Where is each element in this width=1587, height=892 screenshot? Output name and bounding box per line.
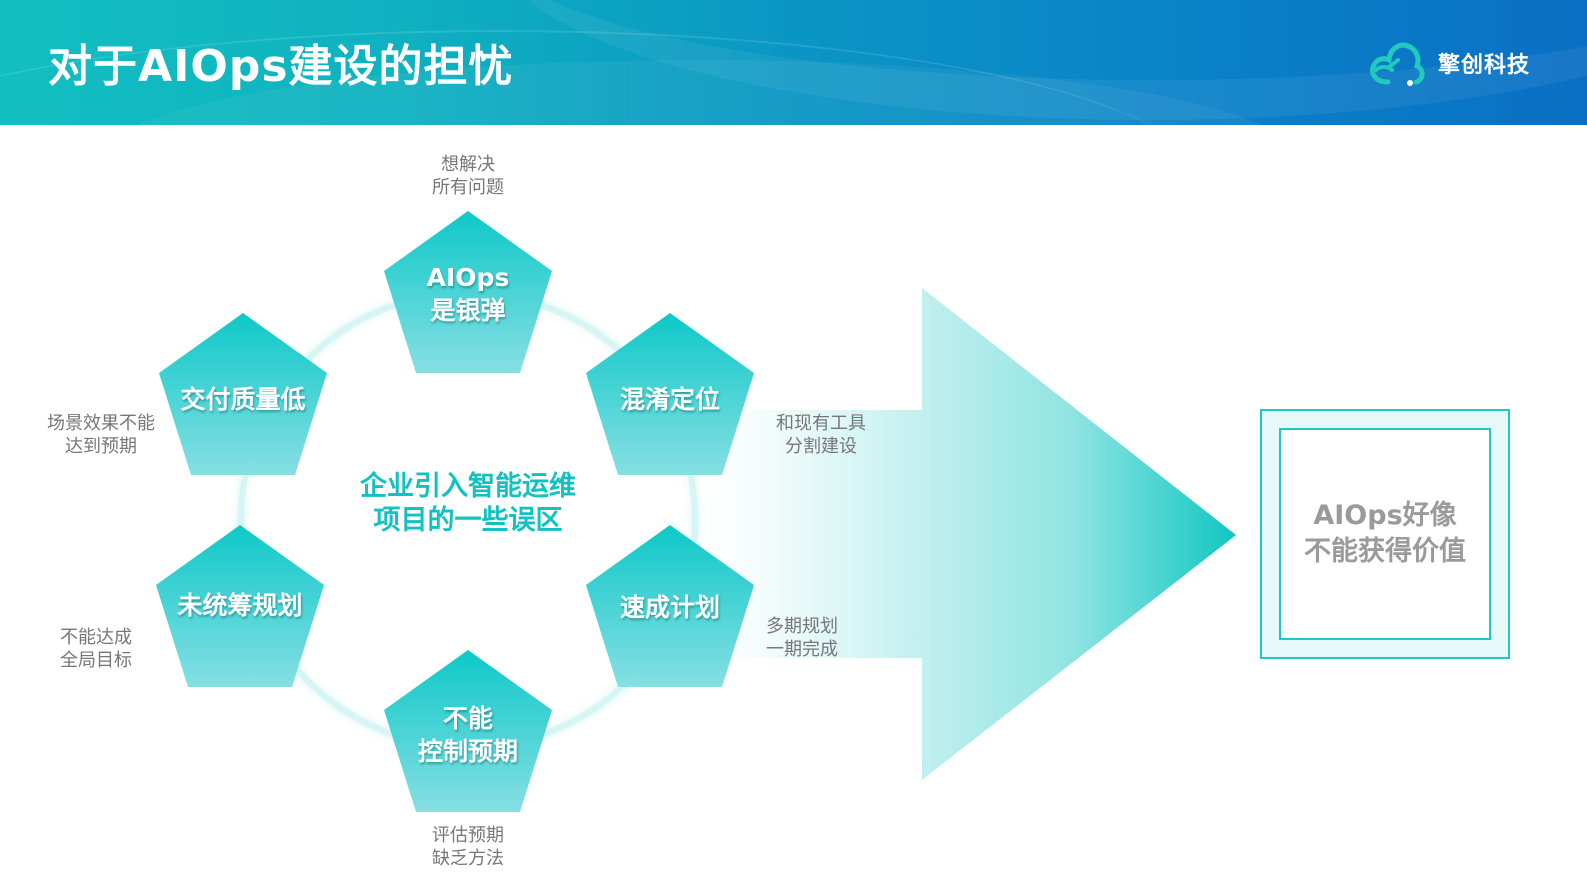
cloud-logo-icon <box>1370 42 1425 86</box>
header-banner: 对于AIOps建设的担忧 擎创科技 <box>0 0 1587 125</box>
pentagon-shape <box>159 313 327 475</box>
note-line: 想解决 <box>441 154 495 175</box>
pentagon-shape <box>586 313 754 475</box>
pentagon-shape <box>586 525 754 687</box>
note-line: 达到预期 <box>65 436 137 457</box>
note-lower-left: 不能达成 全局目标 <box>60 626 150 672</box>
result-text-line: AIOps好像 <box>1313 500 1457 531</box>
pentagon-label: AIOps 是银弹 <box>384 261 552 327</box>
note-line: 一期完成 <box>766 639 838 660</box>
pentagon-label: 未统筹规划 <box>177 591 303 620</box>
note-line: 缺乏方法 <box>432 848 504 869</box>
result-text-line: 不能获得价值 <box>1304 536 1466 567</box>
pentagon-low-delivery-quality: 交付质量低 <box>159 313 327 475</box>
note-line: 全局目标 <box>60 650 132 671</box>
note-line: 评估预期 <box>432 825 504 846</box>
note-top: 想解决 所有问题 <box>418 153 518 199</box>
result-box-inner: AIOps好像 不能获得价值 <box>1279 428 1491 640</box>
note-upper-right: 和现有工具 分割建设 <box>766 412 876 458</box>
pentagon-label: 速成计划 <box>619 593 720 622</box>
pentagon-label-line: 控制预期 <box>417 737 518 766</box>
pentagon-label-line: 是银弹 <box>430 296 506 325</box>
pentagon-quick-plan: 速成计划 <box>586 525 754 687</box>
pentagon-no-overall-planning: 未统筹规划 <box>156 525 324 687</box>
pentagon-uncontrolled-expectations: 不能 控制预期 <box>384 650 552 812</box>
note-line: 和现有工具 <box>776 413 866 434</box>
note-bottom: 评估预期 缺乏方法 <box>418 824 518 870</box>
pentagon-aiops-silver-bullet: AIOps 是银弹 <box>384 211 552 373</box>
pentagon-label: 交付质量低 <box>180 385 306 414</box>
pentagon-confused-positioning: 混淆定位 <box>586 313 754 475</box>
pentagon-shape <box>156 525 324 687</box>
note-line: 分割建设 <box>785 436 857 457</box>
center-caption-line: 企业引入智能运维 <box>360 471 576 502</box>
pentagon-label-line: AIOps <box>426 263 510 292</box>
pentagon-shape <box>384 211 552 373</box>
pentagon-label: 不能 控制预期 <box>384 702 552 768</box>
note-line: 场景效果不能 <box>47 413 155 434</box>
page-title: 对于AIOps建设的担忧 <box>48 41 514 92</box>
center-caption: 企业引入智能运维 项目的一些误区 <box>320 470 616 538</box>
company-logo: 擎创科技 <box>1366 38 1530 88</box>
pentagon-label: 混淆定位 <box>619 385 720 414</box>
logo-text: 擎创科技 <box>1438 53 1531 78</box>
note-line: 不能达成 <box>60 627 132 648</box>
note-line: 多期规划 <box>766 616 838 637</box>
pentagon-shape <box>384 650 552 812</box>
pentagon-label-line: 不能 <box>442 704 493 733</box>
result-box: AIOps好像 不能获得价值 <box>1260 409 1510 659</box>
note-line: 所有问题 <box>432 177 504 198</box>
center-caption-line: 项目的一些误区 <box>373 505 563 536</box>
note-lower-right: 多期规划 一期完成 <box>766 615 856 661</box>
note-upper-left: 场景效果不能 达到预期 <box>36 412 166 458</box>
